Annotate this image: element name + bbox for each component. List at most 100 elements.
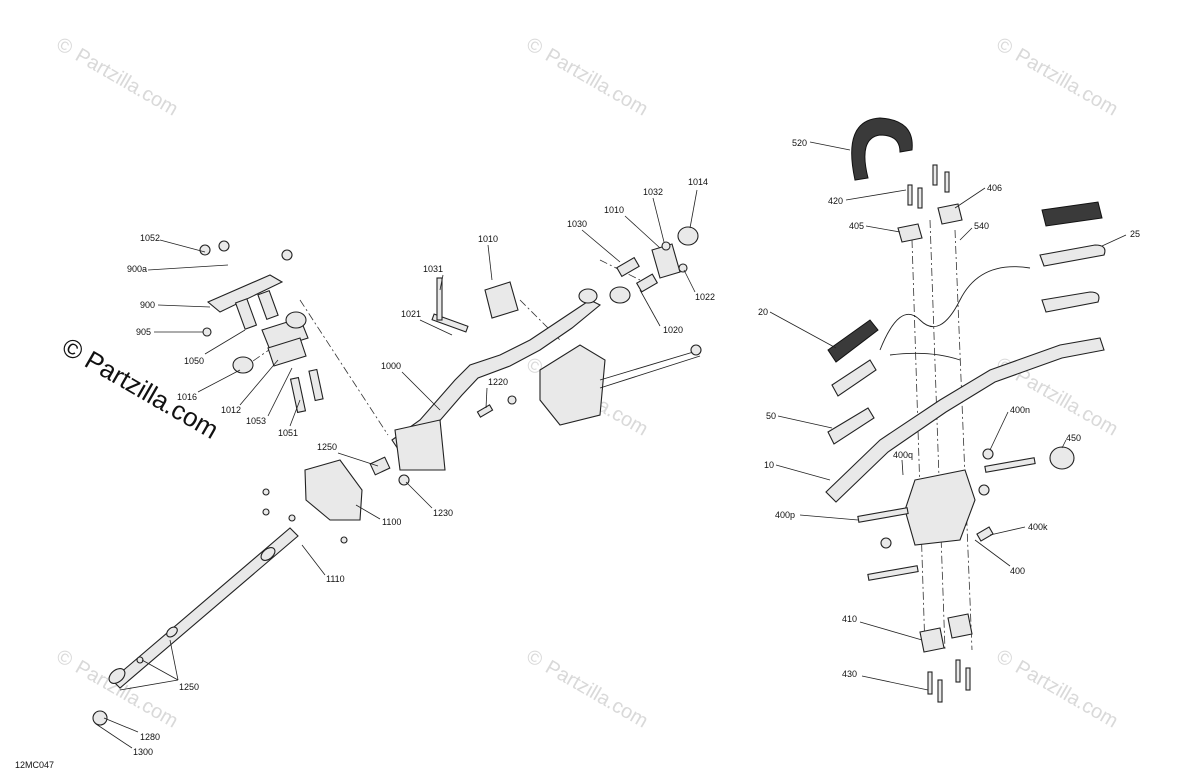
part-label-1000: 1000 [381,361,401,371]
part-label-25: 25 [1130,229,1140,239]
bolt-part [476,404,494,418]
part-label-430: 430 [842,669,857,679]
bolt-part [369,456,391,476]
part-label-1012: 1012 [221,405,241,415]
part-label-1022: 1022 [695,292,715,302]
riser-block-part [904,469,976,546]
part-label-406: 406 [987,183,1002,193]
bolt-head-part [281,249,293,261]
nut-part [880,537,892,549]
washer-part [1049,446,1075,470]
nut-part [136,656,144,664]
nut-part [92,710,108,726]
part-label-1053: 1053 [246,416,266,426]
watermark-symbol: © [53,645,77,672]
throttle-cable-part [879,266,1031,351]
bolt-part [984,457,1036,473]
diagram-code: 12MC047 [15,760,54,770]
grip-part [1041,201,1103,227]
screw-part [340,536,348,544]
bolt-part [867,565,919,581]
screw-part [288,514,296,522]
part-label-1100: 1100 [382,517,401,527]
bolt-part [944,171,950,193]
watermark-symbol: © [53,33,77,60]
bolt-part [308,368,324,402]
tie-rod-part [111,527,299,689]
part-label-1050: 1050 [184,356,204,366]
watermark-text: Partzilla.com [542,656,652,732]
part-label-405: 405 [849,221,864,231]
part-label-1230: 1230 [433,508,453,518]
part-label-900: 900 [140,300,155,310]
nut-part [678,263,688,273]
clamp-bracket-part [206,274,284,313]
watermark-symbol: © [993,33,1017,60]
bolt-part [927,671,933,695]
part-label-50: 50 [766,411,776,421]
part-label-905: 905 [136,327,151,337]
part-label-1030: 1030 [567,219,587,229]
nut-part [982,448,994,460]
watermark-text: Partzilla.com [1012,44,1122,120]
steering-column-part [391,299,602,453]
handlebar-part [825,337,1105,503]
clamp-part [937,203,963,225]
column-lower-joint-part [394,419,446,471]
nut-part [218,240,230,252]
watermark-text: Partzilla.com [542,44,652,120]
grip-sleeve-part [1041,291,1100,313]
part-label-1300: 1300 [133,747,153,757]
lower-clamp-part [919,627,945,653]
steering-cover-part [539,344,606,426]
part-labels: 1052 900a 900 905 1050 1016 1012 1053 10… [127,138,1140,757]
bushing-part [609,286,631,304]
bolt-part [932,164,938,186]
column-end-part [578,288,598,304]
watermark-text: Partzilla.com [1012,364,1122,440]
watermark-symbol: © [993,645,1017,672]
part-label-1051: 1051 [278,428,298,438]
clamp-half-part [267,337,307,367]
screw-part [262,488,270,496]
tie-rod-end-part [690,344,702,356]
grip-sleeve-part [827,407,875,445]
nut-part [978,484,990,496]
part-label-1020: 1020 [663,325,683,335]
watermark-main: © Partzilla.com [57,331,224,445]
bolt-part [917,187,923,209]
part-label-400n: 400n [1010,405,1030,415]
bushing-part [257,290,279,320]
bolt-part [289,376,307,414]
ring-part [677,226,699,246]
part-label-1052: 1052 [140,233,160,243]
grip-sleeve-part [831,359,877,397]
screw-part [262,508,270,516]
rod-collar-part [260,547,276,561]
bushing-ring-part [285,311,307,329]
nut-part [202,327,212,337]
part-label-400k: 400k [1028,522,1048,532]
spring-part [976,526,994,542]
part-label-1250: 1250 [179,682,199,692]
bolt-part [436,277,443,321]
watermark-symbol: © [523,645,547,672]
part-label-420: 420 [828,196,843,206]
part-label-400: 400 [1010,566,1025,576]
rod-collar-part [166,626,178,638]
bolt-part [857,507,909,523]
nut-part [199,244,211,256]
bolt-part [965,667,971,691]
part-label-400p: 400p [775,510,795,520]
part-label-1250: 1250 [317,442,337,452]
part-label-1016: 1016 [177,392,197,402]
bushing-part [234,298,258,330]
steering-column-assembly [92,226,702,726]
leader-lines [95,141,1127,749]
steering-housing-part [304,459,363,521]
part-label-900a: 900a [127,264,147,274]
part-label-450: 450 [1066,433,1081,443]
part-label-1032: 1032 [643,187,663,197]
bushing-part [616,256,640,278]
